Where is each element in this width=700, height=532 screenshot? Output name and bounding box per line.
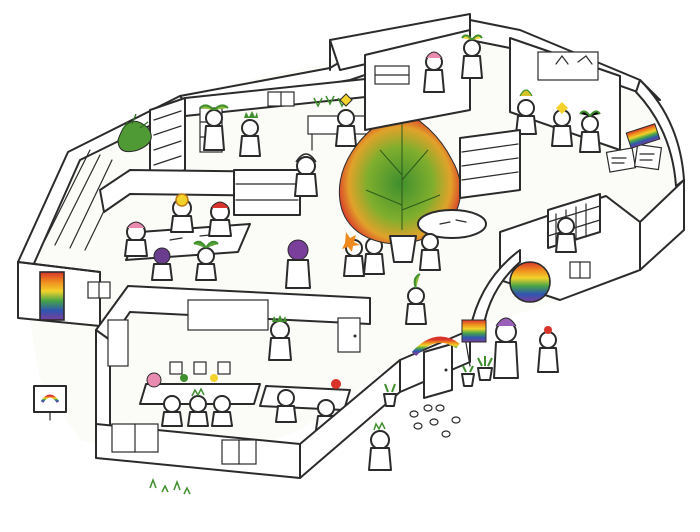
tree-icon bbox=[338, 109, 461, 263]
person-curly-hair bbox=[294, 153, 318, 197]
person-purple-hair bbox=[151, 247, 173, 281]
person-crown bbox=[239, 111, 261, 157]
rainbow-circle-icon bbox=[509, 261, 551, 303]
person-right-table bbox=[419, 233, 441, 271]
meeting-room bbox=[99, 169, 301, 281]
person-leaf-walking bbox=[405, 273, 427, 325]
teacher bbox=[268, 315, 292, 361]
protest-signs bbox=[605, 123, 663, 173]
round-table bbox=[417, 209, 487, 271]
top-right-rooms bbox=[364, 29, 663, 173]
student-pink-flower bbox=[146, 372, 162, 388]
bookshelf-center bbox=[459, 129, 521, 199]
library-room bbox=[117, 77, 376, 183]
person-sprout-2 bbox=[461, 34, 483, 79]
outdoor-people bbox=[368, 273, 559, 471]
person-purple-back bbox=[285, 239, 311, 289]
outer-wall-front bbox=[95, 249, 521, 479]
person-flower-head bbox=[335, 93, 357, 147]
classroom bbox=[95, 285, 371, 433]
rainbow-flag bbox=[461, 319, 487, 367]
person-sprout-3 bbox=[579, 110, 601, 153]
rainbow-sign bbox=[33, 385, 67, 421]
grass bbox=[149, 477, 191, 495]
outer-wall-right-wing bbox=[635, 79, 685, 271]
person-orange-star bbox=[342, 232, 365, 277]
person-red-hair bbox=[208, 201, 232, 237]
flower-icon bbox=[180, 374, 341, 389]
left-rainbow-door bbox=[39, 271, 111, 321]
corridor-people bbox=[285, 153, 385, 289]
person-sunflower bbox=[170, 193, 194, 233]
person-leaf-head bbox=[193, 240, 219, 281]
person-sprout bbox=[199, 104, 229, 151]
person-pink-hair bbox=[124, 221, 148, 257]
person-bottom bbox=[368, 421, 392, 471]
entrance bbox=[383, 319, 493, 407]
student-row bbox=[161, 387, 337, 431]
footprints bbox=[409, 404, 461, 438]
entrance-plants bbox=[383, 356, 493, 407]
person-flower-2 bbox=[551, 102, 573, 147]
potted-plant bbox=[117, 113, 152, 153]
person-in-room bbox=[555, 217, 577, 253]
person-purple-curls bbox=[493, 317, 519, 379]
person-red-flower bbox=[537, 326, 559, 373]
person-crown-2 bbox=[363, 237, 385, 275]
person-fern bbox=[515, 89, 537, 135]
person-reading bbox=[423, 51, 445, 93]
